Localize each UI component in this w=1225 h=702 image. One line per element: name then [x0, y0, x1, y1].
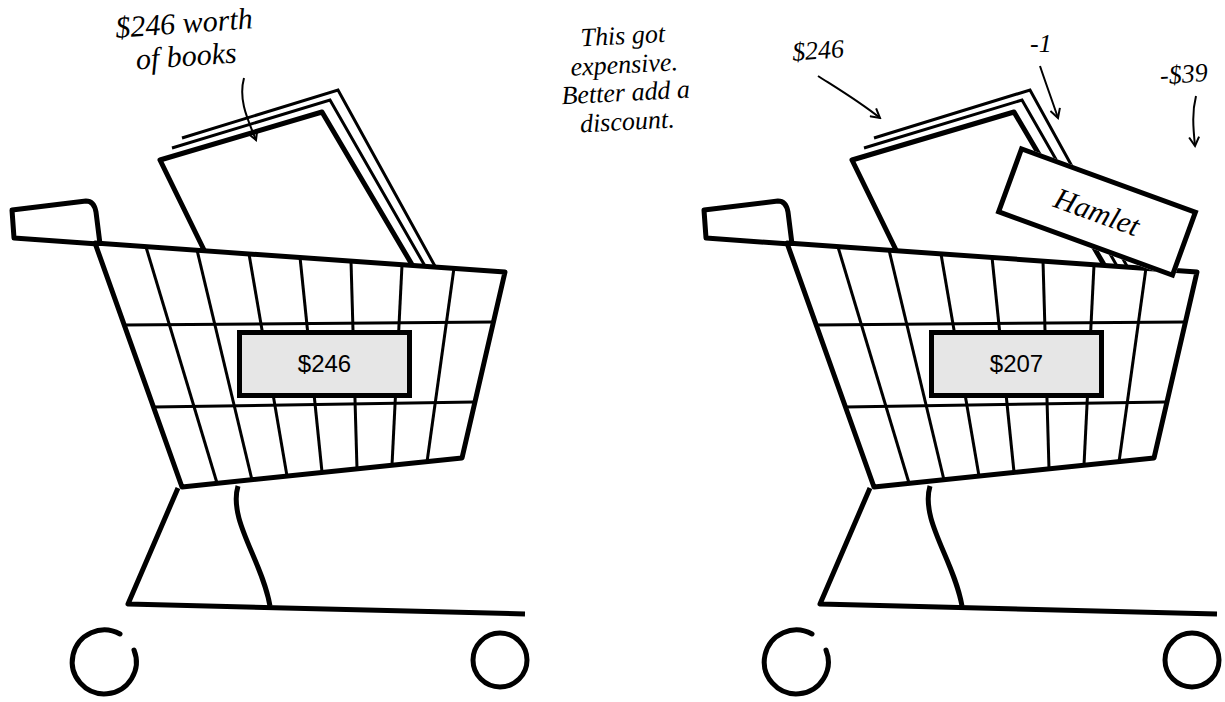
node-label: $207 — [990, 350, 1043, 378]
leader-arrows — [242, 66, 1196, 146]
book: Hamlet — [995, 146, 1198, 279]
shopping-cart — [704, 90, 1219, 694]
shopping-cart — [12, 90, 527, 694]
annotation: $246 worth of books — [103, 0, 267, 77]
node-label: Hamlet — [1050, 181, 1145, 243]
annotation: This got expensive. Better add a discoun… — [547, 18, 703, 140]
price-note: $246 — [791, 33, 873, 67]
leader-arrow — [242, 78, 256, 140]
price-display: $207 — [929, 330, 1104, 398]
quantity-note: -1 — [1030, 30, 1080, 59]
leader-arrow — [1040, 66, 1058, 118]
leader-arrow — [818, 76, 880, 118]
price-display: $246 — [237, 330, 412, 398]
node-label: $246 — [298, 350, 351, 378]
discount-note: -$39 — [1159, 58, 1225, 91]
leader-arrow — [1193, 96, 1196, 146]
